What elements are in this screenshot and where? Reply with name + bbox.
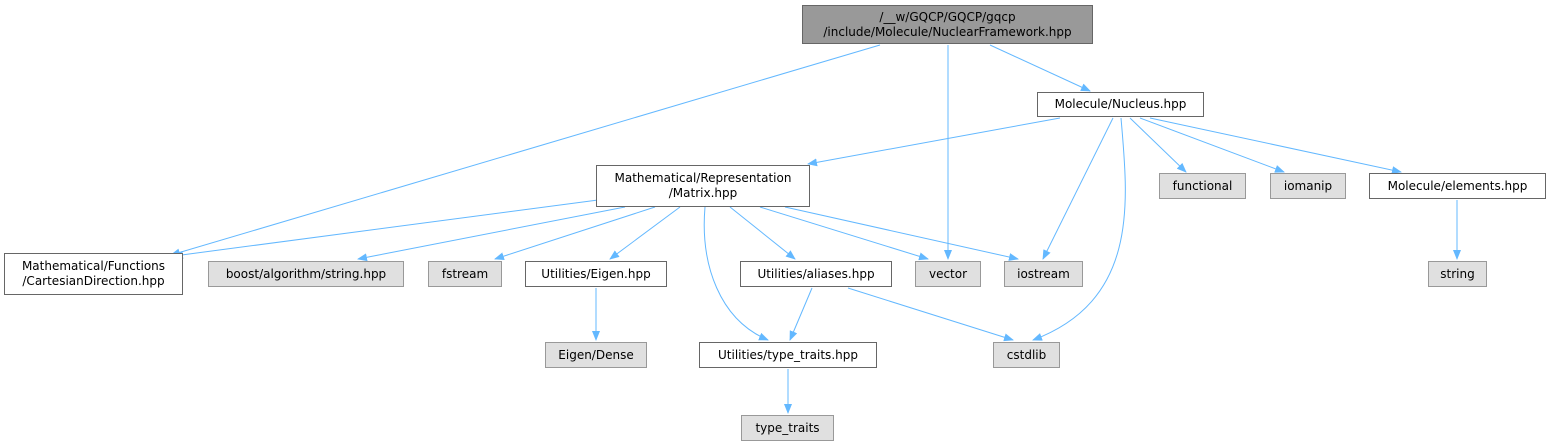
edge-matrix-to-vector bbox=[759, 206, 929, 261]
node-utilities-type-traits[interactable]: Utilities/type_traits.hpp bbox=[699, 342, 877, 368]
node-cstdlib: cstdlib bbox=[993, 342, 1060, 368]
node-label: boost/algorithm/string.hpp bbox=[225, 266, 387, 281]
node-eigen-dense: Eigen/Dense bbox=[545, 342, 647, 368]
node-boost-algorithm-string: boost/algorithm/string.hpp bbox=[208, 261, 404, 287]
node-functional: functional bbox=[1159, 173, 1246, 199]
edge-nucleus-to-cstdlib bbox=[1032, 117, 1126, 341]
node-label-line2: /Matrix.hpp bbox=[668, 186, 738, 200]
node-matrix[interactable]: Mathematical/Representation /Matrix.hpp bbox=[596, 165, 810, 207]
edge-matrix-to-cartesian bbox=[173, 199, 599, 259]
node-iostream: iostream bbox=[1004, 261, 1083, 287]
edge-matrix-to-iostream bbox=[784, 206, 1019, 261]
node-iomanip: iomanip bbox=[1270, 173, 1346, 199]
node-string: string bbox=[1428, 261, 1487, 287]
node-vector: vector bbox=[915, 261, 981, 287]
node-label: Molecule/elements.hpp bbox=[1387, 178, 1528, 193]
edge-nucleus-to-elements bbox=[1149, 117, 1402, 175]
node-label: iomanip bbox=[1283, 178, 1333, 193]
node-label: Utilities/type_traits.hpp bbox=[718, 347, 858, 362]
node-utilities-aliases[interactable]: Utilities/aliases.hpp bbox=[740, 261, 892, 287]
node-label-line2: /CartesianDirection.hpp bbox=[22, 274, 165, 288]
node-label: Molecule/Nucleus.hpp bbox=[1054, 97, 1187, 111]
node-label-line1: /__w/GQCP/GQCP/gqcp bbox=[879, 9, 1016, 24]
edge-nucleus-to-iomanip bbox=[1139, 117, 1285, 173]
edge-matrix-to-aliases bbox=[729, 206, 796, 260]
edge-matrix-to-boost bbox=[357, 206, 626, 262]
node-nuclear-framework-root: /__w/GQCP/GQCP/gqcp /include/Molecule/Nu… bbox=[802, 5, 1093, 44]
node-label: fstream bbox=[441, 266, 489, 281]
edge-root-to-cartesian bbox=[170, 44, 881, 257]
node-label: cstdlib bbox=[1006, 347, 1047, 362]
edge-matrix-to-type-traits-hpp bbox=[703, 206, 769, 341]
edge-matrix-to-eigen bbox=[609, 206, 681, 260]
node-cartesian-direction[interactable]: Mathematical/Functions /CartesianDirecti… bbox=[4, 253, 183, 295]
edge-root-to-nucleus bbox=[989, 44, 1091, 92]
node-label: iostream bbox=[1017, 266, 1070, 281]
node-label: Eigen/Dense bbox=[558, 347, 634, 362]
edge-aliases-to-type-traits-hpp bbox=[789, 287, 813, 341]
node-label-line1: Mathematical/Representation bbox=[614, 171, 792, 185]
edge-nucleus-to-iostream bbox=[1042, 117, 1114, 260]
node-label-line1: Mathematical/Functions bbox=[21, 259, 166, 273]
node-label: Utilities/Eigen.hpp bbox=[541, 266, 651, 281]
edge-nucleus-to-matrix bbox=[807, 117, 1061, 167]
node-label-line2: /include/Molecule/NuclearFramework.hpp bbox=[823, 24, 1072, 39]
node-label: Utilities/aliases.hpp bbox=[757, 266, 875, 281]
node-utilities-eigen[interactable]: Utilities/Eigen.hpp bbox=[525, 261, 667, 287]
edge-aliases-to-cstdlib bbox=[847, 287, 1014, 342]
node-type-traits: type_traits bbox=[741, 415, 834, 441]
node-label: type_traits bbox=[755, 420, 820, 435]
node-label: string bbox=[1440, 266, 1475, 281]
node-molecule-nucleus[interactable]: Molecule/Nucleus.hpp bbox=[1037, 92, 1204, 117]
edge-nucleus-to-functional bbox=[1129, 117, 1187, 173]
edge-matrix-to-fstream bbox=[494, 206, 656, 261]
node-label: functional bbox=[1172, 178, 1233, 193]
node-label: vector bbox=[928, 266, 968, 281]
node-molecule-elements[interactable]: Molecule/elements.hpp bbox=[1369, 173, 1546, 199]
node-fstream: fstream bbox=[428, 261, 502, 287]
